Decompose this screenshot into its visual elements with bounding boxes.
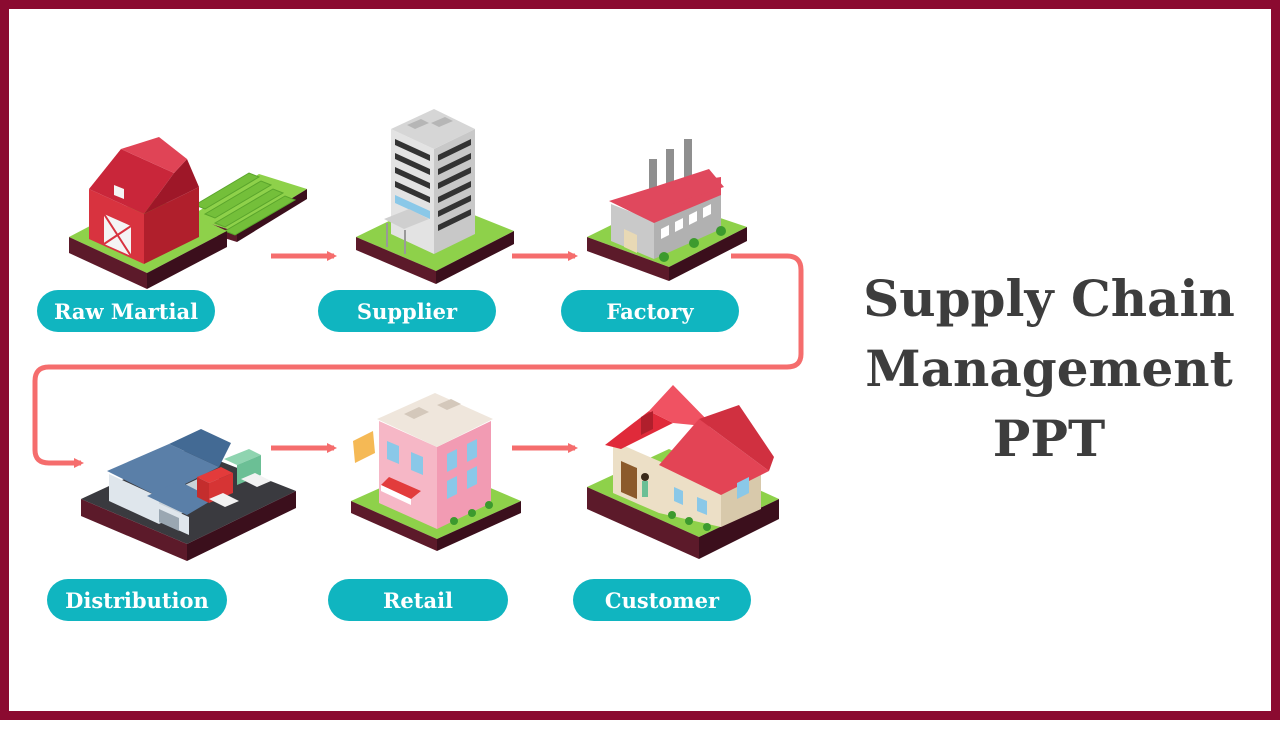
title-line-2: Management [865, 339, 1233, 398]
slide-title: Supply Chain Management PPT [829, 264, 1269, 474]
flow-arrows [32, 251, 804, 468]
retail-store-icon [351, 393, 521, 551]
stage-label-factory: Factory [561, 290, 739, 332]
stage-label-customer: Customer [573, 579, 751, 621]
stage-label-supplier: Supplier [318, 290, 496, 332]
barn-field-icon [69, 137, 307, 289]
stage-label-retail: Retail [328, 579, 508, 621]
stage-label-distribution: Distribution [47, 579, 227, 621]
factory-icon [587, 139, 747, 281]
title-line-3: PPT [992, 409, 1106, 468]
stage-label-raw-martial: Raw Martial [37, 290, 215, 332]
title-line-1: Supply Chain [863, 269, 1235, 328]
house-icon [587, 385, 779, 559]
supply-chain-diagram [32, 109, 804, 561]
warehouse-trucks-icon [81, 429, 296, 561]
office-building-icon [356, 109, 514, 284]
arrow-factory-to-distribution [32, 253, 804, 468]
